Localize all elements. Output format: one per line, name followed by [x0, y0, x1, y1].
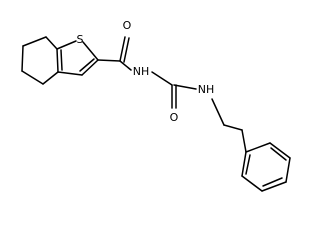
bond	[79, 58, 95, 72]
molecule-canvas: S O NH O NH	[21, 19, 291, 192]
bond	[151, 71, 173, 86]
bond	[57, 71, 83, 76]
bond	[270, 147, 287, 161]
bond	[21, 70, 44, 85]
amide-oxygen-2-label: O	[170, 111, 179, 124]
bond	[42, 71, 59, 85]
bond	[211, 98, 225, 126]
bond	[241, 129, 247, 153]
bond	[123, 37, 130, 63]
bond	[241, 151, 247, 177]
bond	[173, 84, 197, 90]
bond	[56, 48, 59, 73]
bond	[81, 59, 99, 76]
amide-nitrogen-2-label: NH	[198, 83, 215, 96]
bond	[285, 157, 291, 183]
bond	[245, 142, 271, 153]
bond	[223, 124, 243, 131]
sulfur-atom-label: S	[77, 33, 84, 46]
bond	[261, 181, 287, 192]
bond	[56, 40, 77, 50]
bond	[82, 41, 99, 61]
bond	[241, 175, 263, 192]
bond	[97, 59, 121, 62]
bond	[22, 36, 47, 47]
molecule-drawing: S O NH O NH	[21, 19, 291, 192]
bond	[119, 60, 132, 71]
amide-nitrogen-1-label: NH	[133, 65, 150, 78]
bond	[21, 45, 24, 72]
bond	[60, 49, 63, 71]
bond	[262, 177, 283, 187]
bond	[245, 154, 251, 175]
amide-oxygen-1-label: O	[123, 19, 132, 32]
bond	[45, 36, 58, 50]
bond	[269, 142, 291, 159]
bond	[119, 36, 126, 62]
